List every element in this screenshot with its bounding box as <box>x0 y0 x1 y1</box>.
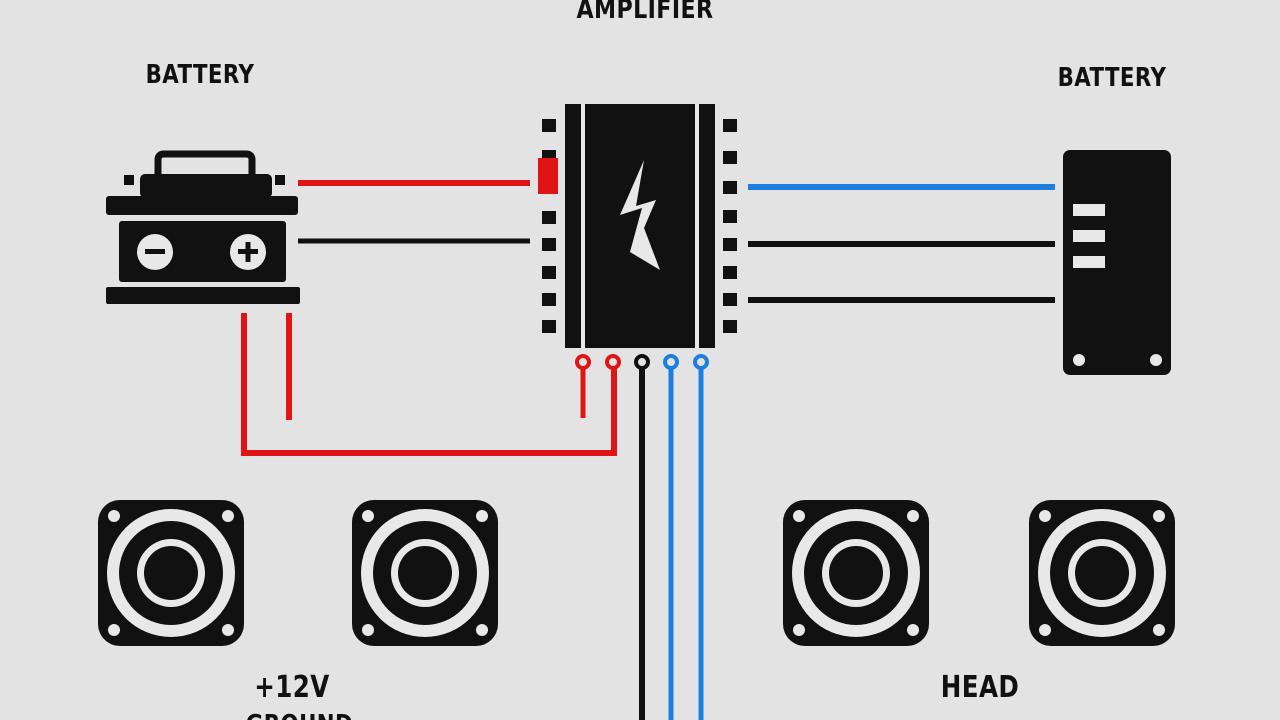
amplifier-label: AMPLIFIER <box>576 0 714 25</box>
wires <box>241 180 1055 720</box>
head-unit-label: HEAD <box>940 670 1020 705</box>
car-battery-icon <box>106 150 300 304</box>
amp-power-terminal <box>538 158 558 194</box>
amp-bottom-terminals <box>575 354 709 370</box>
power-wire-loop <box>241 313 617 456</box>
battery-label-left: BATTERY <box>145 60 255 90</box>
head-unit-icon <box>1063 150 1171 375</box>
negative-terminal-icon <box>137 234 173 270</box>
partial-bottom-label: GROUND <box>246 710 353 720</box>
voltage-label: +12V <box>254 670 330 705</box>
battery-label-right: BATTERY <box>1057 63 1167 93</box>
speaker-icon <box>352 500 498 646</box>
amplifier-icon <box>538 104 737 370</box>
speaker-icon <box>1029 500 1175 646</box>
speaker-icon <box>783 500 929 646</box>
amp-left-pins <box>542 119 556 333</box>
amp-right-pins <box>723 119 737 333</box>
lightning-bolt-icon <box>620 160 660 270</box>
speaker-icon <box>98 500 244 646</box>
positive-terminal-icon <box>230 234 266 270</box>
